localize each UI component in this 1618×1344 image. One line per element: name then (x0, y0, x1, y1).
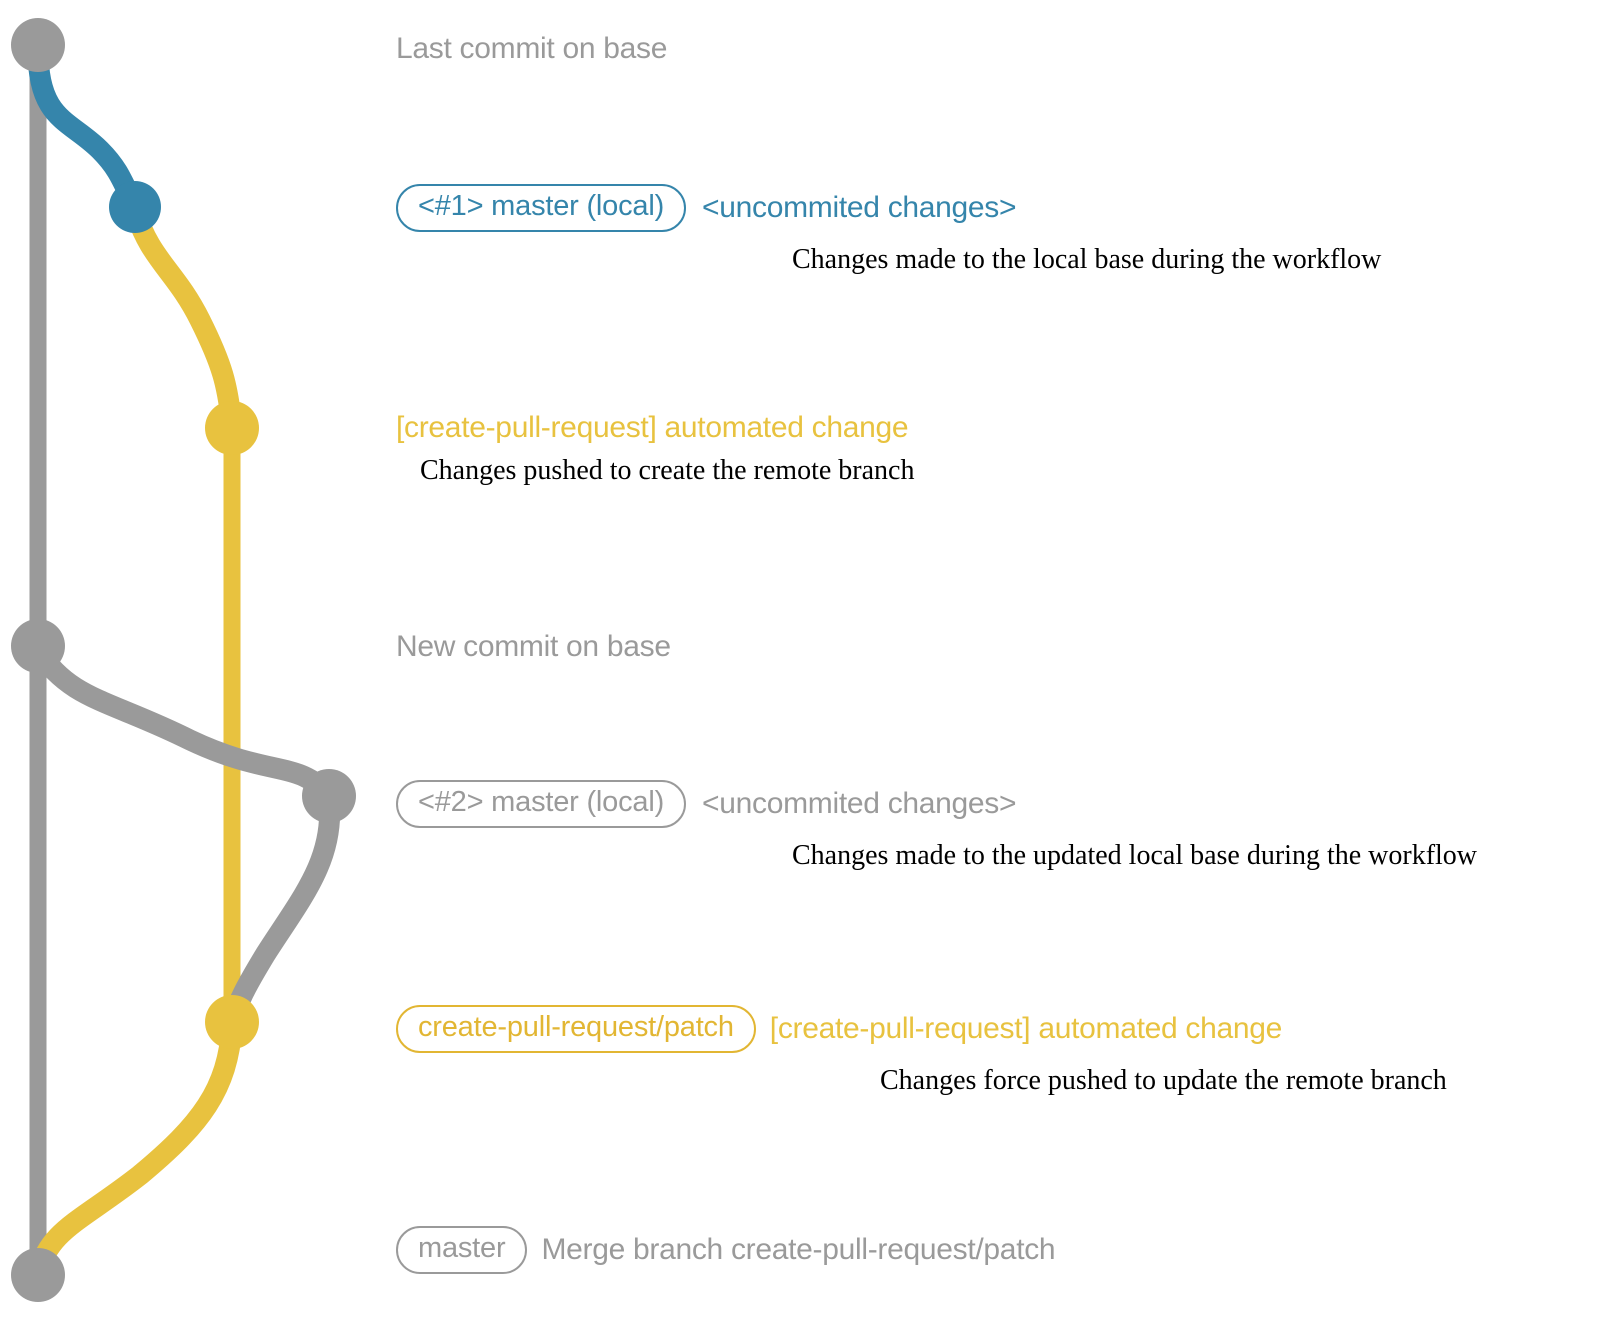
patch-branch-line-1 (124, 199, 243, 439)
commit-note-1: Changes made to the local base during th… (792, 244, 1382, 275)
badge-master-local-1[interactable]: <#1> master (local) (396, 184, 687, 232)
row-main: create-pull-request/patch [create-pull-r… (396, 1005, 1447, 1053)
badge-create-pull-request-patch[interactable]: create-pull-request/patch (396, 1005, 756, 1053)
node-master-merge (11, 1248, 65, 1302)
local-branch-line-1 (27, 39, 146, 218)
commit-graph (11, 18, 356, 1302)
row-last-commit-on-base: Last commit on base (396, 32, 667, 66)
node-base-new-commit (11, 619, 65, 673)
row-main: <#1> master (local) <uncommited changes> (396, 184, 1381, 232)
row-master-local-1: <#1> master (local) <uncommited changes>… (396, 184, 1381, 276)
node-base-top (11, 18, 65, 72)
commit-subject-automated-1: [create-pull-request] automated change (396, 411, 909, 444)
row-main: <#2> master (local) <uncommited changes> (396, 780, 1477, 828)
row-automated-change-2: create-pull-request/patch [create-pull-r… (396, 1005, 1447, 1097)
row-main: Last commit on base (396, 32, 667, 66)
badge-master-local-2[interactable]: <#2> master (local) (396, 780, 687, 828)
local-branch-line-2 (27, 639, 340, 807)
row-main: New commit on base (396, 630, 671, 664)
row-merge-commit: master Merge branch create-pull-request/… (396, 1226, 1056, 1274)
commit-subject-merge: Merge branch create-pull-request/patch (541, 1233, 1056, 1266)
node-patch-commit-1 (205, 401, 259, 455)
commit-note-4: Changes force pushed to update the remot… (880, 1065, 1447, 1096)
row-new-commit-on-base: New commit on base (396, 630, 671, 664)
badge-master[interactable]: master (396, 1226, 528, 1274)
commit-title-new-commit: New commit on base (396, 630, 671, 663)
commit-subject-automated-2: [create-pull-request] automated change (769, 1012, 1283, 1045)
row-master-local-2: <#2> master (local) <uncommited changes>… (396, 780, 1477, 872)
node-local-change-1 (109, 181, 161, 233)
commit-title-last-commit: Last commit on base (396, 32, 668, 65)
local-to-patch-line (221, 789, 341, 1033)
node-local-change-2 (302, 769, 356, 823)
row-main: [create-pull-request] automated change (396, 413, 914, 443)
row-main: master Merge branch create-pull-request/… (396, 1226, 1056, 1274)
patch-merge-line (27, 1014, 243, 1286)
commit-note-2: Changes pushed to create the remote bran… (420, 455, 915, 486)
commit-note-3: Changes made to the updated local base d… (792, 840, 1478, 871)
commit-subject-uncommited-2: <uncommited changes> (702, 787, 1017, 820)
commit-subject-uncommited-1: <uncommited changes> (702, 191, 1017, 224)
row-automated-change-1: [create-pull-request] automated change C… (396, 413, 914, 487)
node-patch-commit-2 (205, 995, 259, 1049)
